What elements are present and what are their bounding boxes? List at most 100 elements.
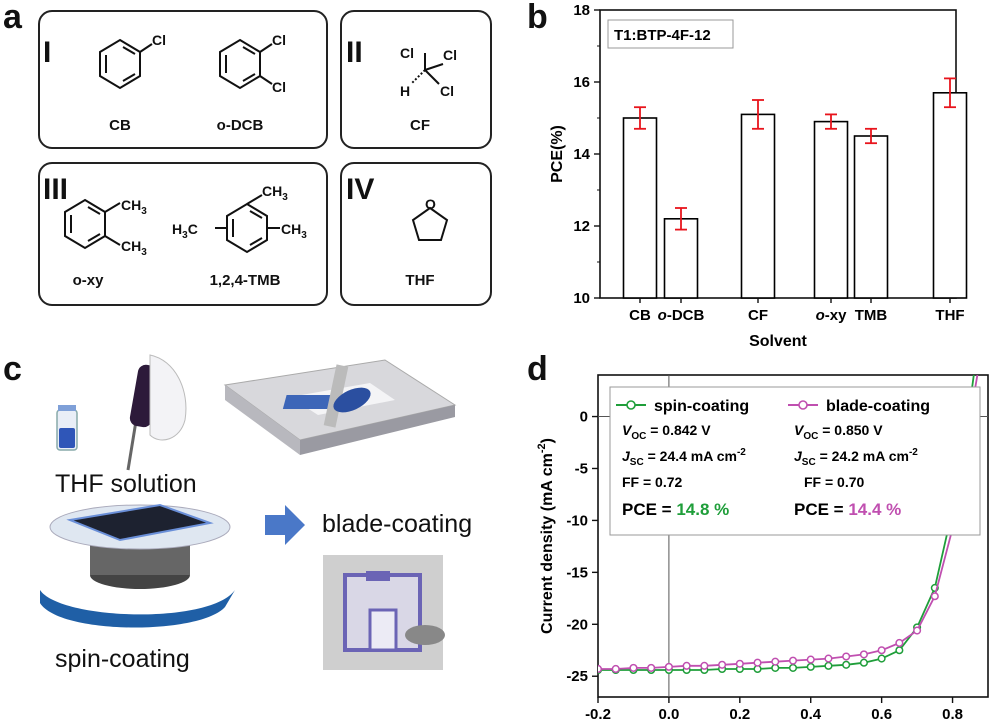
data-point [682,661,691,670]
thf-solution-label: THF solution [55,470,197,498]
y-tick-label: -10 [566,512,588,529]
x-tick-label: 0.6 [871,706,892,723]
data-point [735,659,744,668]
vial-icon [56,405,78,451]
data-point [629,663,638,672]
x-tick-label: -0.2 [585,706,611,723]
pce-text: PCE = 14.4 % [794,500,901,519]
atom-cl: Cl [443,47,457,63]
solvent-box-II [340,10,492,149]
atom-cl: Cl [272,79,286,95]
atom-o: O [425,196,436,212]
bar-CB [622,117,658,299]
data-point [877,654,886,663]
data-point [806,662,815,671]
y-tick-label: -20 [566,616,588,633]
coating-illustration [40,354,457,670]
data-point [877,646,886,655]
x-tick-label: 0.2 [729,706,750,723]
data-point [842,652,851,661]
y-tick-label: 16 [573,74,590,91]
atom-cl: Cl [152,32,166,48]
legend-marker [626,400,636,410]
o-dichlorobenzene-structure [219,38,273,90]
group-numeral-II: II [346,36,363,69]
spin-coating-label: spin-coating [55,645,190,673]
pce-text: PCE = 14.8 % [622,500,729,519]
group-numeral-III: III [43,173,69,206]
x-tick-label: o-DCB [658,307,705,324]
methyl-group: CH3 [121,197,147,217]
right-arrow-icon [265,505,305,545]
y-axis-label: PCE(%) [549,125,566,183]
data-point [895,638,904,648]
pipette-icon [126,354,187,471]
data-point [598,664,603,674]
x-tick-label: 0.8 [942,706,963,723]
solvent-name-cb: CB [109,117,131,134]
atom-cl: Cl [400,45,414,61]
voc-text: VOC = 0.850 V [794,422,883,442]
x-tick-label: TMB [855,307,888,324]
jsc-text: JSC = 24.2 mA cm-2 [794,447,918,468]
atom-cl: Cl [272,32,286,48]
solvent-name-o-xy: o-xy [72,272,104,289]
data-point [913,626,922,635]
data-point [895,646,904,655]
data-point [753,658,762,667]
y-tick-label: 10 [573,290,590,307]
x-tick-label: o-xy [816,307,848,324]
data-point [771,657,780,666]
x-tick-label: 0.4 [800,706,822,723]
bar-TMB [853,135,889,299]
group-numeral-I: I [43,36,52,69]
data-point [611,664,620,674]
data-point [824,654,833,663]
spin-coater-icon [40,503,235,628]
molecule-structures: Cl Cl Cl Cl Cl Cl H CH3 CH3 CH3 CH3 H3C … [64,32,457,258]
solvent-box-III [38,162,328,306]
thf-structure [411,206,449,241]
legend-label: spin-coating [654,398,749,415]
data-point [842,660,851,669]
panel-label-a: a [3,0,22,36]
y-tick-label: -5 [575,460,588,477]
ff-text: FF = 0.72 [622,474,683,490]
y-tick-label: -25 [566,668,588,685]
device-photo [323,555,445,670]
panel-label-c: c [3,350,22,388]
data-point [700,661,709,670]
annotation-text: T1:BTP-4F-12 [614,27,711,44]
group-numeral-IV: IV [346,173,375,206]
data-point [718,660,727,669]
atom-h: H [400,83,410,99]
bar-o-DCB [663,218,699,299]
data-point [930,592,939,601]
y-tick-label: 0 [580,409,588,426]
x-axis-label: Solvent [749,333,807,350]
chloroform-structure [410,53,444,85]
legend-box [609,386,981,536]
methyl-group: CH3 [262,183,288,203]
curves [598,375,979,675]
panel-label-b: b [527,0,548,36]
x-tick-label: 0.0 [658,706,679,723]
o-xylene-structure [64,198,121,250]
methyl-group: H3C [172,221,198,241]
x-tick-label: THF [935,307,964,324]
legend-marker [798,400,808,410]
data-point [788,663,798,672]
methyl-group: CH3 [281,221,307,241]
ff-text: FF = 0.70 [804,474,865,490]
jv-curve-chart: 0-5-10-15-20-25-0.20.00.20.40.60.8Voltag… [536,374,989,723]
bar-o-xy [813,120,849,299]
chlorobenzene-structure [99,38,153,90]
y-tick-label: -15 [566,564,588,581]
solvent-name-cf: CF [410,117,430,134]
trimethylbenzene-structure [215,194,280,254]
bar-CF [740,113,776,299]
y-tick-label: 14 [573,146,590,163]
voc-text: VOC = 0.842 V [622,422,711,442]
bar-THF [932,92,968,299]
